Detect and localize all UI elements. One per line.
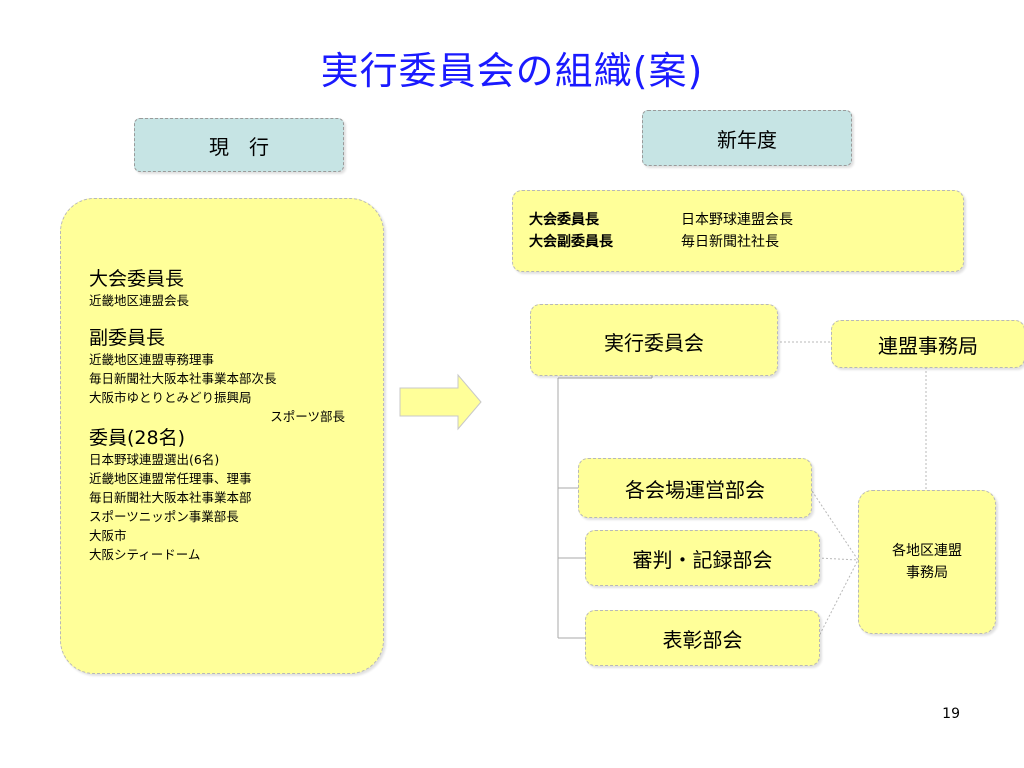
league-office-label: 連盟事務局	[878, 333, 978, 358]
executive-committee-box: 実行委員会	[530, 304, 778, 376]
chair-line: 近畿地区連盟会長	[89, 293, 190, 308]
vice-line: 毎日新聞社大阪本社事業本部次長	[89, 371, 277, 386]
subcommittee-label: 各会場運営部会	[625, 477, 765, 502]
connector	[817, 557, 859, 561]
current-header: 現 行	[134, 118, 344, 172]
member-line: 近畿地区連盟常任理事、理事	[89, 471, 252, 486]
page-number: 19	[942, 706, 960, 722]
connector	[817, 559, 859, 639]
vice-line-right: スポーツ部長	[270, 409, 345, 424]
executive-holder: 日本野球連盟会長	[681, 212, 793, 228]
regional-office-box: 各地区連盟 事務局	[858, 490, 996, 634]
new-header: 新年度	[642, 110, 852, 166]
league-office-box: 連盟事務局	[831, 320, 1024, 368]
vice-line: 近畿地区連盟専務理事	[89, 352, 215, 367]
members-title: 委員(28名)	[89, 427, 186, 449]
subcommittee-venue-box: 各会場運営部会	[578, 458, 812, 518]
executive-holder: 毎日新聞社社長	[681, 234, 779, 250]
executives-box: 大会委員長 日本野球連盟会長 大会副委員長 毎日新聞社社長	[512, 190, 964, 272]
connector	[809, 487, 859, 561]
subcommittee-umpire-box: 審判・記録部会	[585, 530, 820, 586]
page-title: 実行委員会の組織(案)	[320, 49, 704, 93]
subcommittee-award-box: 表彰部会	[585, 610, 820, 666]
regional-office-label: 各地区連盟 事務局	[892, 543, 962, 581]
new-header-label: 新年度	[717, 127, 777, 152]
member-line: 大阪市	[89, 528, 127, 543]
member-line: 日本野球連盟選出(6名)	[89, 452, 220, 467]
current-org-box: 大会委員長 近畿地区連盟会長 副委員長 近畿地区連盟専務理事 毎日新聞社大阪本社…	[60, 198, 384, 674]
subcommittee-label: 審判・記録部会	[632, 547, 773, 572]
subcommittee-label: 表彰部会	[662, 627, 743, 652]
vice-title: 副委員長	[89, 327, 166, 349]
current-header-label: 現 行	[209, 134, 269, 159]
executive-committee-label: 実行委員会	[604, 331, 704, 355]
executive-role: 大会委員長	[529, 212, 599, 228]
transition-arrow-icon	[399, 373, 482, 431]
vice-line: 大阪市ゆとりとみどり振興局	[89, 390, 252, 405]
member-line: スポーツニッポン事業部長	[89, 509, 239, 524]
member-line: 大阪シティードーム	[89, 547, 201, 562]
member-line: 毎日新聞社大阪本社事業本部	[89, 490, 252, 505]
executive-row: 大会副委員長 毎日新聞社社長	[529, 231, 793, 253]
chair-title: 大会委員長	[89, 268, 185, 290]
executive-role: 大会副委員長	[529, 234, 613, 250]
executive-row: 大会委員長 日本野球連盟会長	[529, 209, 793, 231]
